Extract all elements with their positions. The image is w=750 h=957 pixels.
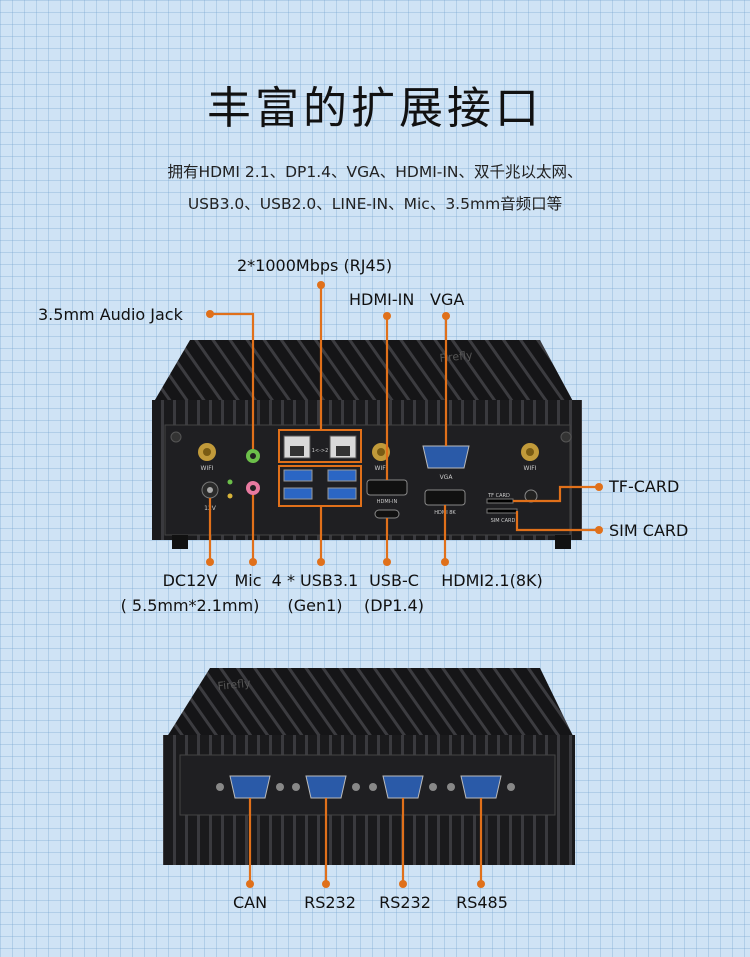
label-tf-card: TF-CARD [609, 477, 680, 496]
front-chassis: Firefly [152, 340, 582, 549]
label-usb31: 4 * USB3.1 (Gen1) [272, 570, 359, 617]
vga-port: VGA [422, 445, 470, 481]
label-hdmi-in: HDMI-IN [349, 290, 415, 309]
label-hdmi21: HDMI2.1(8K) [441, 571, 543, 590]
svg-text:Firefly: Firefly [217, 677, 252, 693]
mic-port [246, 481, 260, 495]
label-mic: Mic [234, 571, 262, 590]
usb-c-port [374, 509, 400, 519]
label-dc12v-line1: DC12V [162, 571, 218, 590]
subtitle-line-1: 拥有HDMI 2.1、DP1.4、VGA、HDMI-IN、双千兆以太网、 [167, 163, 583, 181]
rs232-port-2 [369, 775, 437, 799]
page-title: 丰富的扩展接口 [207, 83, 543, 134]
label-usb-c-line2: (DP1.4) [364, 596, 424, 615]
wifi-antenna-left: WIFI [198, 443, 216, 472]
label-rs232-2: RS232 [379, 893, 431, 912]
label-rj45: 2*1000Mbps (RJ45) [237, 256, 393, 275]
rj45-ports: 1<->2 [278, 429, 362, 463]
audio-jack-port [246, 449, 260, 463]
label-vga: VGA [430, 290, 465, 309]
svg-text:WIFI: WIFI [375, 465, 388, 472]
label-usb-c: USB-C (DP1.4) [364, 570, 424, 617]
label-rs485: RS485 [456, 893, 508, 912]
label-dc12v: DC12V ( 5.5mm*2.1mm) [121, 570, 260, 617]
label-sim-card: SIM CARD [609, 521, 689, 540]
rs485-port [447, 775, 515, 799]
svg-text:WIFI: WIFI [201, 465, 214, 472]
label-audio-jack: 3.5mm Audio Jack [38, 305, 183, 324]
back-chassis: Firefly [163, 668, 575, 865]
label-usb31-line1: 4 * USB3.1 [271, 571, 359, 590]
wifi-antenna-mid: WIFI [372, 443, 390, 472]
svg-text:WIFI: WIFI [524, 465, 537, 472]
label-usb-c-line1: USB-C [369, 571, 419, 590]
wifi-antenna-right: WIFI [521, 443, 539, 472]
brand-logo: Firefly [439, 349, 474, 365]
svg-text:1<->2: 1<->2 [312, 448, 329, 454]
svg-text:TF CARD: TF CARD [487, 493, 510, 499]
label-usb31-line2: (Gen1) [287, 596, 343, 615]
label-dc12v-line2: ( 5.5mm*2.1mm) [120, 596, 260, 615]
svg-text:VGA: VGA [440, 474, 454, 481]
callout-lines-back [246, 798, 485, 888]
label-can: CAN [232, 893, 268, 912]
can-port [216, 775, 284, 799]
svg-text:HDMI-IN: HDMI-IN [377, 499, 398, 505]
tf-card-slot: TF CARD [486, 493, 514, 504]
svg-text:SIM CARD: SIM CARD [491, 518, 516, 524]
callout-lines-front [206, 281, 603, 566]
label-rs232-1: RS232 [304, 893, 356, 912]
subtitle-line-2: USB3.0、USB2.0、LINE-IN、Mic、3.5mm音频口等 [187, 195, 563, 213]
rs232-port-1 [292, 775, 360, 799]
